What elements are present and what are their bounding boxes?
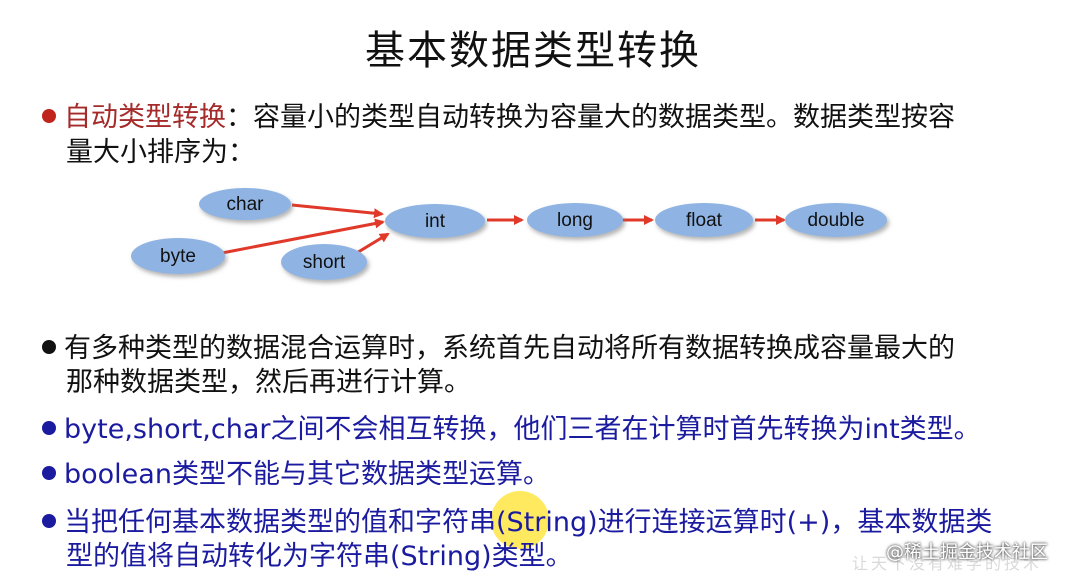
node-int-label: int bbox=[425, 211, 446, 232]
bullet-dot-black bbox=[42, 340, 56, 354]
node-float bbox=[655, 203, 753, 237]
bullet-dot-blue bbox=[42, 466, 56, 480]
node-int bbox=[385, 204, 485, 238]
cursor-highlight bbox=[491, 491, 549, 549]
auto-conversion-text: ：容量小的类型自动转换为容量大的数据类型。数据类型按容 bbox=[226, 102, 955, 133]
bullet-dot-blue bbox=[42, 514, 56, 528]
node-long-label: long bbox=[557, 210, 593, 231]
bullet-mixed-operations: 有多种类型的数据混合运算时，系统首先自动将所有数据转换成容量最大的 bbox=[42, 332, 955, 366]
auto-conversion-text-line2: 量大小排序为： bbox=[66, 137, 255, 168]
bullet-string-concat: 当把任何基本数据类型的值和字符串(String)进行连接运算时(+)，基本数据类 bbox=[42, 506, 992, 540]
node-short bbox=[281, 244, 367, 280]
string-concat-text: 当把任何基本数据类型的值和字符串(String)进行连接运算时(+)，基本数据类 bbox=[64, 507, 993, 538]
watermark: @稀土掘金技术社区 bbox=[886, 542, 1048, 563]
faint-watermark: 让天下没有难学的技术 bbox=[851, 554, 1042, 573]
node-char-label: char bbox=[227, 194, 265, 215]
arrow-byte-to-int bbox=[221, 218, 385, 255]
node-byte-label: byte bbox=[160, 246, 196, 267]
bullet-auto-conversion: 自动类型转换：容量小的类型自动转换为容量大的数据类型。数据类型按容 bbox=[42, 101, 955, 135]
mixed-operations-text: 有多种类型的数据混合运算时，系统首先自动将所有数据转换成容量最大的 bbox=[64, 333, 955, 364]
node-char bbox=[199, 188, 291, 220]
boolean-text: boolean类型不能与其它数据类型运算。 bbox=[64, 459, 550, 490]
bullet-boolean: boolean类型不能与其它数据类型运算。 bbox=[42, 458, 550, 492]
arrow-char-to-int bbox=[291, 203, 384, 219]
mixed-operations-text-line2: 那种数据类型，然后再进行计算。 bbox=[66, 367, 471, 398]
auto-conversion-term: 自动类型转换 bbox=[64, 102, 226, 133]
bullet-dot-blue bbox=[42, 421, 56, 435]
node-float-label: float bbox=[686, 210, 723, 231]
node-double-label: double bbox=[807, 210, 864, 231]
node-double bbox=[785, 203, 887, 237]
node-short-label: short bbox=[303, 252, 346, 273]
node-byte bbox=[131, 238, 225, 274]
page-title: 基本数据类型转换 bbox=[365, 28, 701, 74]
string-concat-text-line2: 型的值将自动转化为字符串(String)类型。 bbox=[66, 541, 573, 572]
bullet-no-mutual-conversion: byte,short,char之间不会相互转换，他们三者在计算时首先转换为int… bbox=[42, 413, 981, 447]
no-mutual-conversion-text: byte,short,char之间不会相互转换，他们三者在计算时首先转换为int… bbox=[64, 414, 981, 445]
bullet-dot-red bbox=[42, 109, 56, 123]
node-long bbox=[527, 203, 623, 237]
